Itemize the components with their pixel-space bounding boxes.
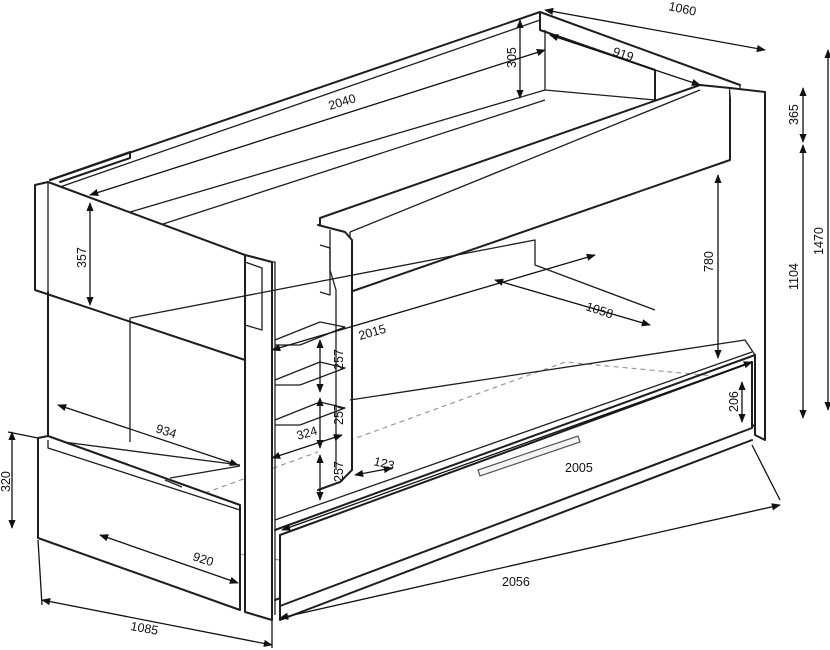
dim-357: 357 [75,247,89,268]
upper-bunk [34,11,766,442]
dim-1058: 1058 [584,300,615,322]
dim-1085: 1085 [129,619,159,638]
dim-2015: 2015 [357,322,388,343]
dim-324: 324 [295,424,319,443]
dim-320: 320 [0,471,13,492]
dim-257-top: 257 [332,349,346,370]
dim-365: 365 [787,104,801,125]
dim-934: 934 [154,422,178,442]
dim-1060: 1060 [667,0,697,19]
dim-919: 919 [611,45,635,65]
dimension-labels: 1060 305 919 2040 365 1104 1470 357 780 … [0,0,826,638]
dim-920: 920 [191,550,215,570]
dim-1470: 1470 [812,227,826,255]
dimension-lines [7,7,830,648]
dim-206: 206 [727,391,741,412]
dim-257-mid: 257 [332,404,346,425]
dim-257-bottom: 257 [332,461,346,482]
dim-2005: 2005 [565,461,593,475]
dim-2056: 2056 [502,575,530,589]
dim-305: 305 [505,47,519,68]
dim-123: 123 [372,454,396,473]
dim-2040: 2040 [327,91,358,113]
dim-1104: 1104 [787,263,801,290]
dim-780: 780 [702,251,716,272]
